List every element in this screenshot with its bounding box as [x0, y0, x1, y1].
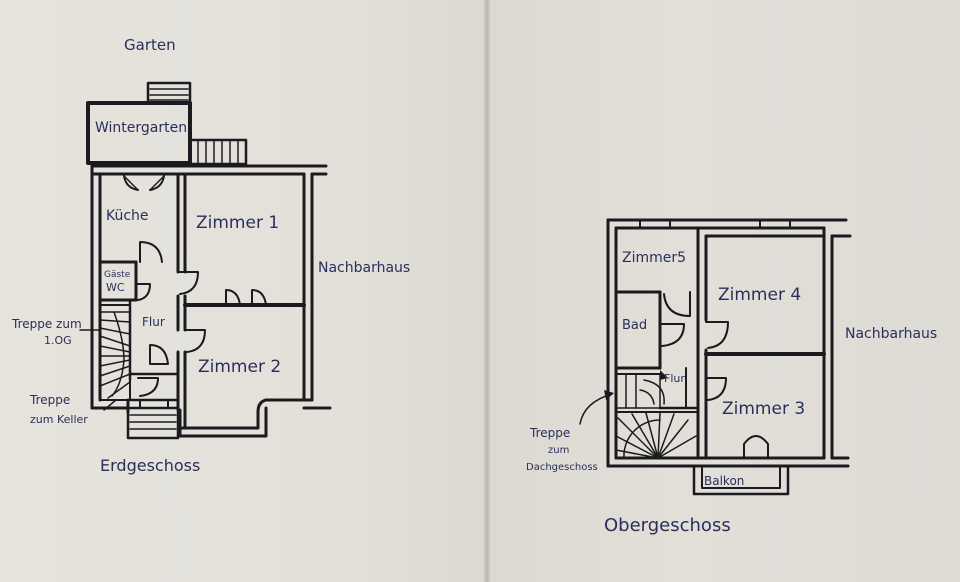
- gaeste-wc-label-line2: WC: [106, 281, 125, 294]
- flur-label-upper: Flur: [664, 372, 685, 385]
- erdgeschoss-title: Erdgeschoss: [100, 456, 200, 475]
- entrance-steps: [126, 399, 180, 440]
- zimmer1-label: Zimmer 1: [196, 213, 279, 233]
- stairs-label-line3: Dachgeschoss: [526, 462, 598, 473]
- ground-floor-interior-walls: [98, 172, 306, 430]
- stairs-up-label-line1: Treppe zum: [11, 317, 82, 331]
- zimmer4-label: Zimmer 4: [718, 285, 801, 305]
- ground-floor-outer-walls: [90, 164, 332, 438]
- wintergarten-steps: [146, 81, 192, 105]
- neighbor-label-right: Nachbarhaus: [845, 326, 937, 342]
- balkon-label: Balkon: [704, 474, 744, 488]
- upper-floor-plan: Zimmer5 Zimmer 4 Zimmer 3 Bad Flur Balko…: [526, 218, 937, 536]
- garden-steps: [188, 138, 248, 166]
- stairs-label-line1: Treppe: [529, 426, 570, 440]
- paper-seam: [484, 0, 490, 582]
- flur-label: Flur: [142, 315, 165, 329]
- balkon: [692, 464, 790, 496]
- bad-label: Bad: [622, 318, 647, 333]
- kitchen-window: [123, 175, 165, 191]
- upper-floor-stairs: [615, 373, 699, 459]
- stairs-down-label-line1: Treppe: [29, 393, 70, 407]
- gaeste-wc-label-line1: Gäste: [104, 270, 131, 280]
- zimmer3-label: Zimmer 3: [722, 399, 805, 419]
- stairs-up-label-line2: 1.OG: [44, 334, 72, 347]
- ground-floor-stairs-up: [99, 304, 131, 401]
- upper-floor-outer-walls: [606, 218, 852, 468]
- ground-floor-plan: Garten Wintergarten Küche Zimmer 1 Zimme…: [11, 36, 410, 475]
- stairs-label-line2: zum: [548, 445, 569, 456]
- obergeschoss-title: Obergeschoss: [604, 515, 731, 536]
- neighbor-label-left: Nachbarhaus: [318, 260, 410, 276]
- stairs-down-pointer: [103, 399, 117, 411]
- paper-sheet-ground-floor: [0, 0, 486, 582]
- zimmer5-label: Zimmer5: [622, 250, 686, 266]
- paper-sheet-upper-floor: [488, 0, 960, 582]
- wintergarten-label: Wintergarten: [95, 120, 187, 136]
- stairs-down-label-line2: zum Keller: [30, 413, 88, 426]
- ground-floor-doors: [135, 241, 267, 397]
- wintergarten-walls: [86, 101, 192, 165]
- zimmer2-label: Zimmer 2: [198, 357, 281, 377]
- flur-arrow: [660, 370, 668, 380]
- arrowhead: [604, 390, 614, 400]
- kueche-label: Küche: [106, 208, 149, 224]
- upper-floor-doors: [659, 291, 769, 459]
- garden-label: Garten: [124, 36, 176, 54]
